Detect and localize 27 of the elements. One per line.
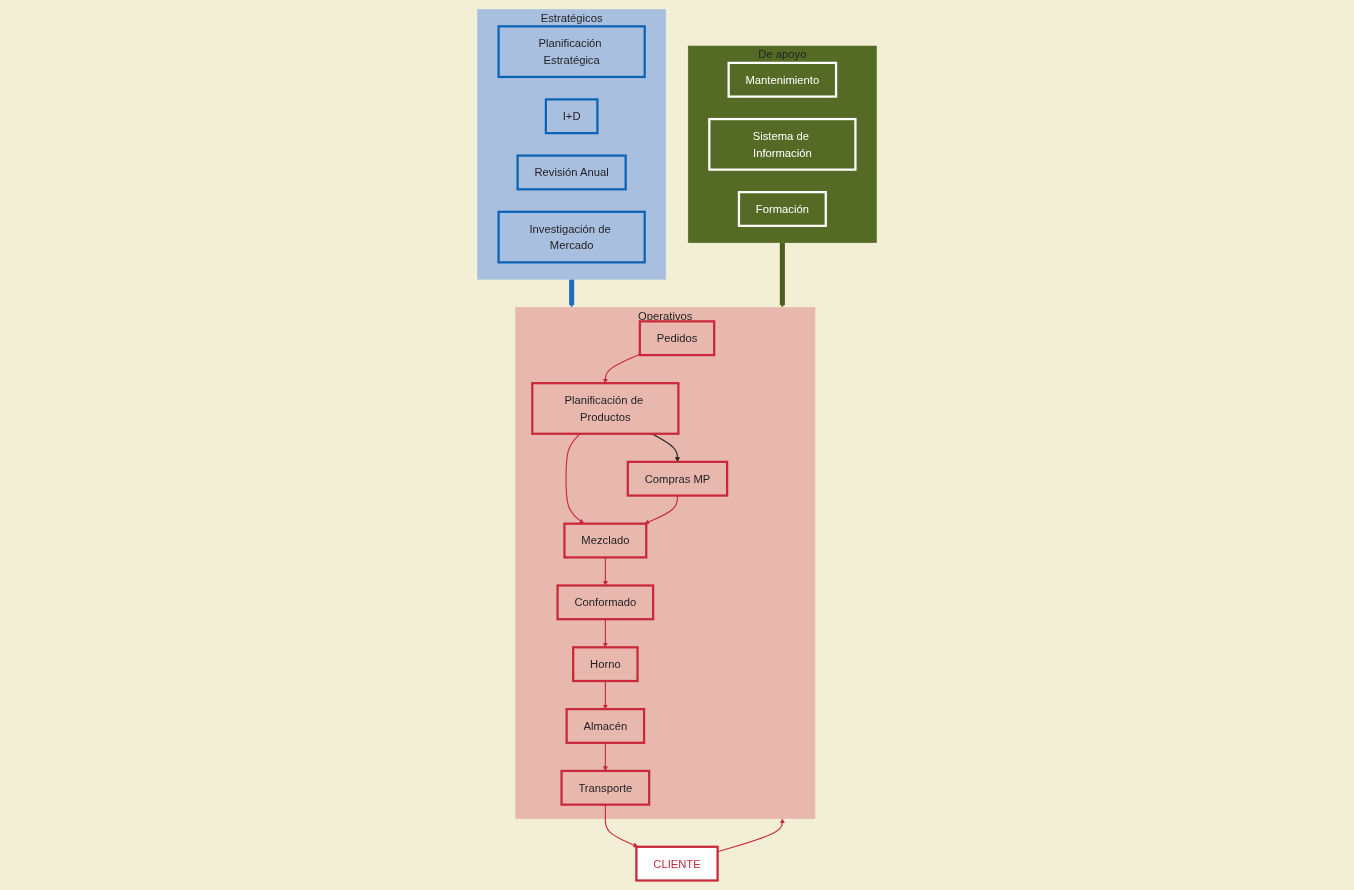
node-box — [531, 382, 680, 435]
cluster — [687, 45, 877, 243]
node-box — [497, 210, 646, 264]
node-box — [544, 98, 599, 135]
node-box — [737, 191, 827, 227]
node-box — [708, 117, 857, 171]
node-box — [556, 584, 655, 621]
node-box — [572, 646, 639, 683]
cluster — [515, 307, 816, 819]
arrow — [644, 495, 678, 525]
arrow — [717, 818, 785, 853]
arrow — [569, 279, 575, 308]
node-box — [560, 769, 651, 806]
node-box — [626, 460, 729, 497]
arrow — [779, 242, 785, 308]
cluster — [477, 9, 667, 280]
node-box — [638, 320, 716, 357]
node-box — [497, 25, 646, 79]
arrow — [565, 433, 585, 524]
arrow — [604, 804, 639, 848]
node-box — [635, 845, 719, 882]
node-box — [565, 708, 646, 744]
node-box — [727, 61, 838, 98]
node-box — [563, 522, 648, 559]
arrow — [602, 353, 641, 384]
node-box — [516, 154, 627, 191]
process-map-diagram: Operativos De apoyo Mantenimiento Sistema de Información Formación Estratégicos Planificación Estratégica I+D Revisión Anual Investigación de Mercado Pedidos Planificación de Productos Mezclado Conformado Transporte Compras MP Horno Almacén CLIENTE — [7, 5, 1347, 885]
